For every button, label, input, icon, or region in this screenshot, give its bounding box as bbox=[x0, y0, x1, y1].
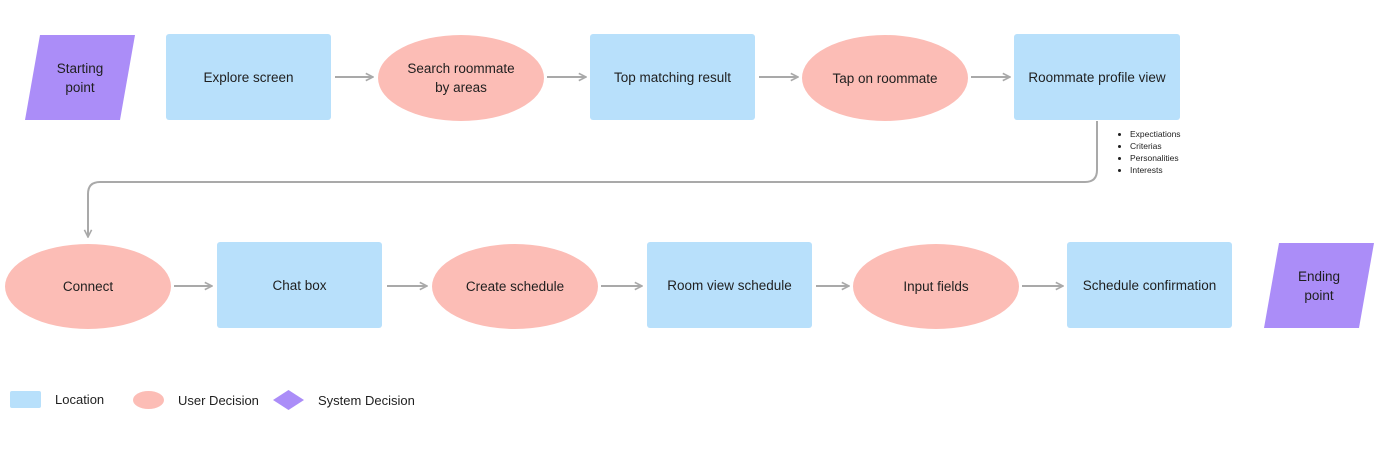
legend-system-decision: System Decision bbox=[273, 390, 415, 410]
profile-details-list: Expectiations Criterias Personalities In… bbox=[1121, 128, 1181, 176]
legend-user-decision-label: User Decision bbox=[178, 392, 259, 408]
system-decision-swatch bbox=[273, 390, 304, 410]
starting-point-shape bbox=[25, 35, 135, 120]
profile-detail-item: Interests bbox=[1130, 164, 1181, 176]
profile-detail-item: Expectiations bbox=[1130, 128, 1181, 140]
legend-user-decision: User Decision bbox=[133, 391, 259, 409]
arrow-profile-to-connect bbox=[88, 121, 1098, 237]
connect-node: Connect bbox=[5, 244, 171, 329]
top-matching-result-node: Top matching result bbox=[590, 34, 755, 120]
legend-location-label: Location bbox=[55, 392, 105, 407]
explore-screen-node: Explore screen bbox=[166, 34, 331, 120]
roommate-profile-view-node: Roommate profile view bbox=[1014, 34, 1180, 120]
profile-detail-item: Personalities bbox=[1130, 152, 1181, 164]
schedule-confirmation-node: Schedule confirmation bbox=[1067, 242, 1232, 328]
user-decision-swatch bbox=[133, 391, 164, 409]
legend-location: Location bbox=[10, 391, 104, 408]
starting-point-label: Starting point bbox=[56, 60, 104, 95]
room-view-schedule-node: Room view schedule bbox=[647, 242, 812, 328]
tap-on-roommate-node: Tap on roommate bbox=[802, 35, 968, 121]
create-schedule-node: Create schedule bbox=[432, 244, 598, 329]
ending-point-shape bbox=[1264, 243, 1374, 328]
input-fields-node: Input fields bbox=[853, 244, 1019, 329]
ending-point-label: Ending point bbox=[1297, 268, 1341, 303]
chat-box-node: Chat box bbox=[217, 242, 382, 328]
search-roommate-node: Search roommate by areas bbox=[378, 35, 544, 121]
location-swatch bbox=[10, 391, 41, 408]
profile-detail-item: Criterias bbox=[1130, 140, 1181, 152]
legend-system-decision-label: System Decision bbox=[318, 392, 415, 408]
